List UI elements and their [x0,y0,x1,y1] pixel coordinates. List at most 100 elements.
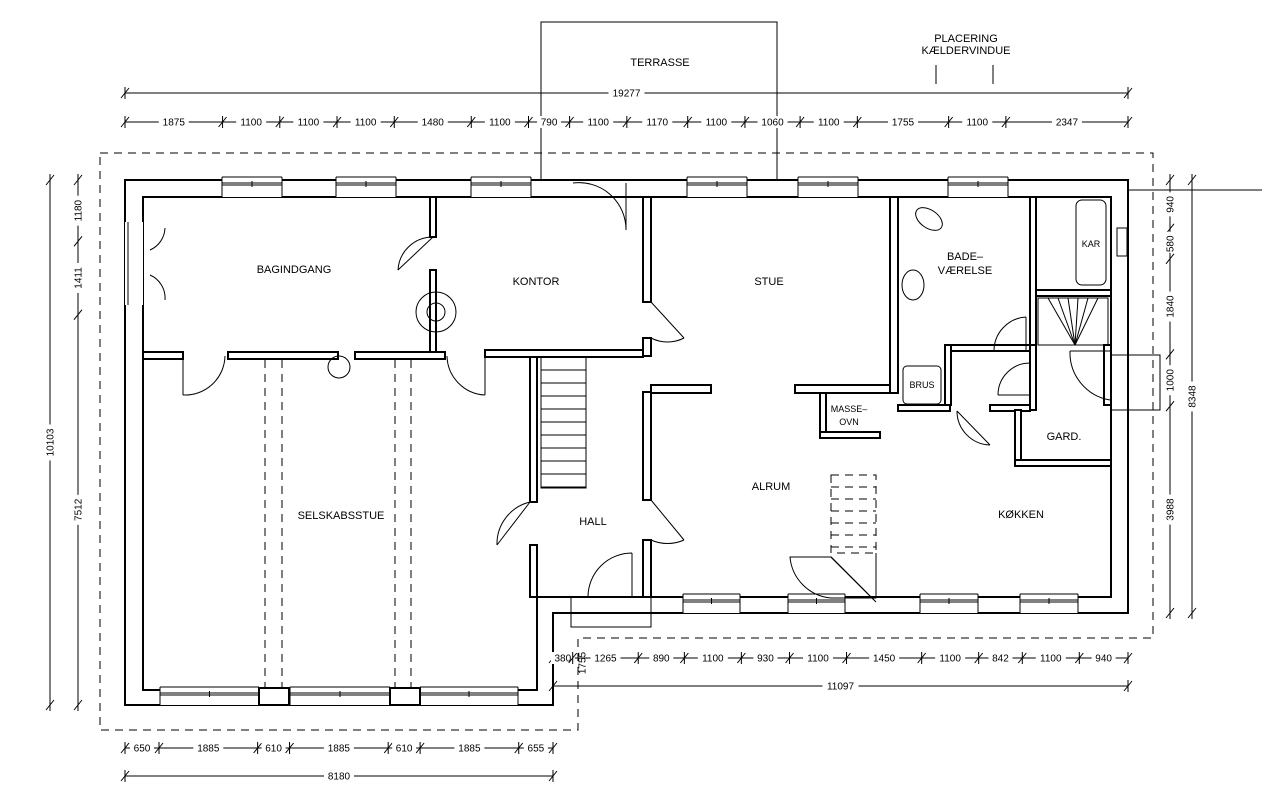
dimension-tick [548,742,558,754]
dimension-tick [45,174,55,186]
room-selskabsstue: SELSKABSSTUE [298,510,385,522]
dimension-label-bg [72,195,84,226]
dimension-label-bg [236,116,267,128]
door-hall-right[interactable] [650,499,685,544]
window [1116,227,1128,257]
dimension-tick [1074,652,1084,664]
dimension-label: 1100 [702,654,724,665]
dimension-tick [1123,116,1133,128]
dimension-label-bg [1164,231,1176,256]
door-corridor[interactable] [997,362,1031,396]
door-kontor[interactable] [446,355,486,396]
dimension-tick [548,680,558,692]
dimension-tick [514,742,524,754]
dimension-tick [1123,680,1133,692]
dimension-tick [73,235,83,248]
room-badevaerelse-2: VÆRELSE [938,265,992,277]
dimension-label-bg [193,742,224,754]
dimension-label-bg [697,652,728,664]
door-stue[interactable] [650,301,685,343]
dimension-tick [275,116,285,128]
dimension-label-bg [350,116,381,128]
door-kitchen[interactable] [956,410,991,446]
dimension-label: 655 [528,744,545,755]
dimension-tick [120,87,130,99]
room-labels: BAGINDGANG KONTOR STUE BADE– VÆRELSE KAR… [257,239,1101,528]
dimension-tick [1165,400,1175,413]
dimension-label-bg [523,742,548,754]
dimension-tick [944,116,954,128]
back-entrance-step [1111,354,1161,411]
door-bagindgang-kontor[interactable] [397,236,434,271]
door-bagindgang[interactable] [182,355,226,396]
dimension-tick [568,652,578,664]
door-hall-left[interactable] [496,501,531,546]
dimension-label: 1060 [761,118,784,129]
room-hall: HALL [579,516,607,528]
dimension-label-bg [590,652,621,664]
windows [125,176,1128,705]
toilet-icon [915,207,943,231]
dimension-label: 1100 [818,118,840,129]
dimension-label-bg [1035,652,1066,664]
double-door-opening [125,222,143,305]
dimension-tick [253,742,263,754]
dimension-label-bg [649,652,674,664]
dimension-tick [466,116,476,128]
dimension-label-bg [1164,291,1176,322]
dimension-tick [622,116,632,128]
dimension-label-bg [1051,116,1082,128]
bath-stair [1037,297,1109,346]
dimension-label-bg [323,742,354,754]
room-brus: BRUS [909,380,934,390]
bathtub-icon [1075,199,1107,286]
window-frame [682,593,741,613]
door-terrace[interactable] [572,182,627,231]
door-west-double[interactable] [127,222,166,305]
basement-window-label: PLACERING [934,33,998,45]
interior-walls [142,196,1112,598]
stair-tread [1074,297,1079,346]
alrum-stair [789,474,877,603]
round-stove-icon [415,291,457,333]
dimension-label-bg [392,742,417,754]
stair-tread [1047,297,1076,346]
dimension-tick [1165,348,1175,361]
dimension-tick [633,652,643,664]
dimension-label: 610 [396,744,413,755]
dimension-label: 1100 [587,118,609,129]
dimension-label-bg [454,742,485,754]
dimension-label: 11097 [827,682,855,693]
dimension-label: 1885 [458,744,481,755]
dimension-label-bg [757,116,788,128]
dimension-label-bg [293,116,324,128]
dimension-label-bg [813,116,844,128]
dimension-label: 1100 [807,654,829,665]
dimension-label-bg [1164,365,1176,396]
doors[interactable] [127,182,1111,598]
door-entrance[interactable] [587,552,633,598]
dimension-tick [1017,652,1027,664]
dimension-tick [548,770,558,782]
dimension-tick [1001,116,1011,128]
dimension-label: 790 [541,118,558,129]
dimension-label-bg [962,116,993,128]
dimension-label-bg [550,652,575,664]
room-alrum: ALRUM [752,481,791,493]
dimension-label: 1411 [74,267,85,289]
dimension-label-bg [935,652,966,664]
dimension-tick [154,742,164,754]
dimension-label: 610 [265,744,282,755]
dimension-label-bg [72,262,84,293]
dimension-label-bg [1186,381,1198,412]
footprint-outline [99,152,1154,731]
dimension-label: 1170 [647,118,669,129]
door-bath[interactable] [993,316,1027,352]
window-frame [686,176,748,197]
room-kokken: KØKKEN [998,509,1044,521]
terrace-outline [540,21,778,180]
door-back[interactable] [1069,350,1111,401]
stair-tread [1057,297,1076,346]
dimension-tick [45,699,55,711]
